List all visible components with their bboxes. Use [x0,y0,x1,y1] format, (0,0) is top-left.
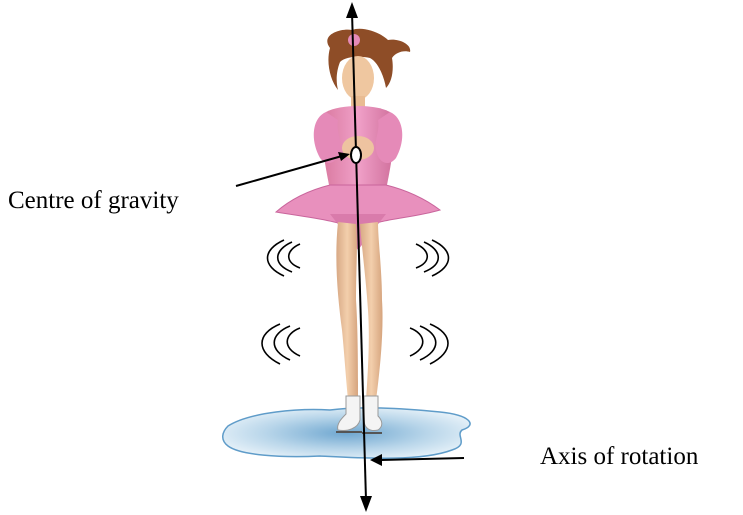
face [342,56,374,100]
centre-of-gravity-marker [351,147,361,163]
hair-bow [348,34,360,46]
axis-arrowhead-top [346,2,358,18]
axis-arrowhead-bottom [360,496,372,512]
axis-of-rotation-label: Axis of rotation [540,444,698,469]
centre-of-gravity-label: Centre of gravity [8,188,179,213]
right-arm [376,112,403,163]
left-leg [336,222,358,400]
left-arm [314,112,341,163]
right-leg [360,222,383,400]
